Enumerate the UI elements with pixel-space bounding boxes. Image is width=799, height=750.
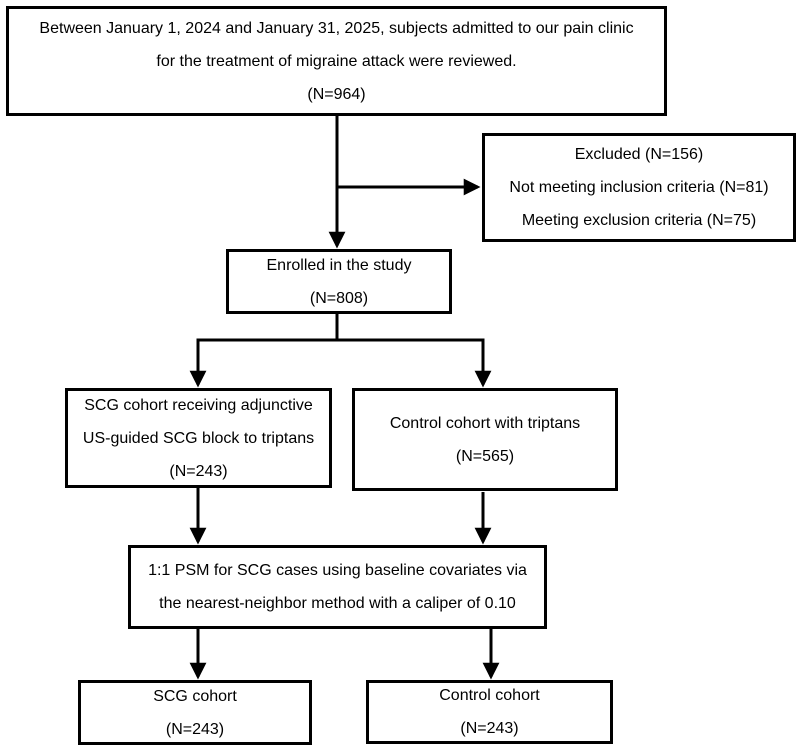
- box-psm: 1:1 PSM for SCG cases using baseline cov…: [128, 545, 547, 629]
- box-reviewed: Between January 1, 2024 and January 31, …: [6, 6, 667, 116]
- box-control-cohort-line-1: Control cohort with triptans: [389, 414, 581, 432]
- box-enrolled: Enrolled in the study (N=808): [226, 249, 452, 314]
- box-enrolled-line-1: Enrolled in the study: [266, 256, 412, 274]
- box-excluded-line-2: Not meeting inclusion criteria (N=81): [509, 179, 769, 196]
- box-psm-line-1: 1:1 PSM for SCG cases using baseline cov…: [148, 562, 527, 579]
- box-reviewed-line-1: Between January 1, 2024 and January 31, …: [39, 19, 634, 37]
- box-control-final-line-2: (N=243): [460, 720, 519, 737]
- connector-enrolled-split-rail: [196, 313, 485, 342]
- box-control-cohort: Control cohort with triptans (N=565): [352, 388, 618, 491]
- box-scg-cohort-line-2: US-guided SCG block to triptans: [82, 429, 315, 447]
- box-psm-line-2: the nearest-neighbor method with a calip…: [159, 595, 516, 612]
- box-scg-cohort: SCG cohort receiving adjunctive US-guide…: [65, 388, 332, 488]
- box-control-cohort-line-2: (N=565): [455, 447, 515, 465]
- box-scg-cohort-line-1: SCG cohort receiving adjunctive: [84, 396, 313, 414]
- box-reviewed-line-2: for the treatment of migraine attack wer…: [156, 52, 517, 70]
- box-scg-final-line-2: (N=243): [165, 720, 225, 738]
- box-reviewed-line-3: (N=964): [307, 85, 366, 103]
- box-control-final-line-1: Control cohort: [439, 687, 540, 704]
- box-scg-final-line-1: SCG cohort: [153, 687, 237, 705]
- box-enrolled-line-2: (N=808): [309, 289, 369, 307]
- box-excluded: Excluded (N=156) Not meeting inclusion c…: [482, 133, 796, 242]
- box-excluded-line-3: Meeting exclusion criteria (N=75): [521, 212, 757, 229]
- box-excluded-line-1: Excluded (N=156): [574, 146, 704, 163]
- box-control-final: Control cohort (N=243): [366, 680, 613, 744]
- box-scg-cohort-line-3: (N=243): [169, 462, 228, 480]
- box-scg-final: SCG cohort (N=243): [78, 680, 312, 745]
